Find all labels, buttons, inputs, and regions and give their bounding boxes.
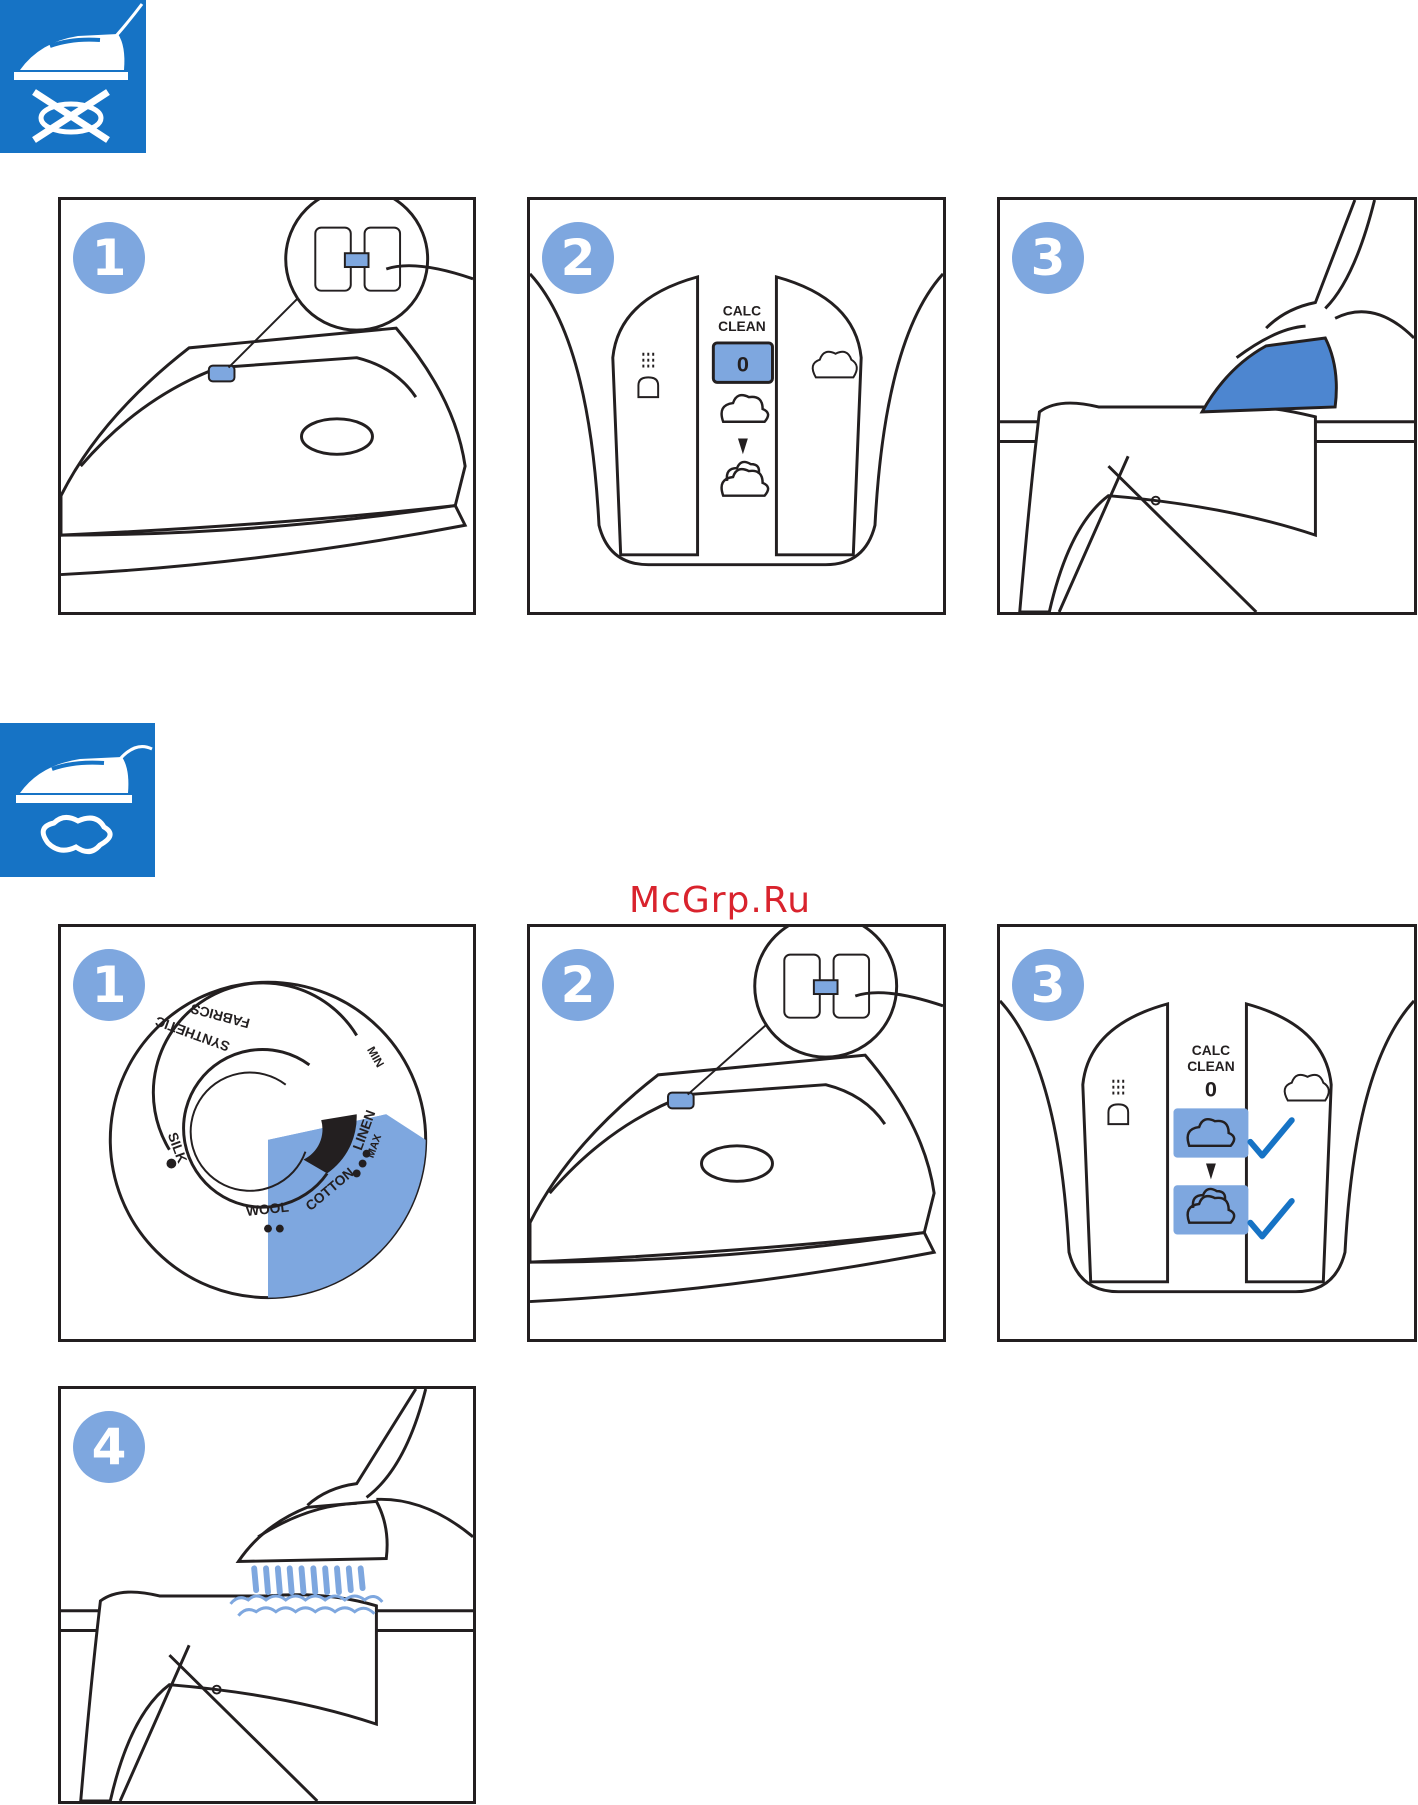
iron-no-steam-icon xyxy=(0,0,146,153)
step-panel-1b: 2 CALC CLEAN 0 xyxy=(527,197,946,615)
watermark: McGrp.Ru xyxy=(610,880,830,921)
step-number-badge: 2 xyxy=(542,949,614,1021)
step-panel-1c: 3 xyxy=(997,197,1417,615)
step-panel-2d: 4 xyxy=(58,1386,476,1804)
step-panel-1a: 1 xyxy=(58,197,476,615)
step-panel-2b: 2 xyxy=(527,924,946,1342)
calc-label: CALC xyxy=(1192,1043,1230,1058)
step-panel-2a: 1 SYNTHETIC FABRICS SILK WOOL COTTON LIN… xyxy=(58,924,476,1342)
step-number-badge: 3 xyxy=(1012,222,1084,294)
clean-label: CLEAN xyxy=(718,319,766,334)
calc-label: CALC xyxy=(723,303,761,318)
step-number-badge: 3 xyxy=(1012,949,1084,1021)
step-panel-2c: 3 CALC CLEAN 0 xyxy=(997,924,1417,1342)
calc-clean-zero: 0 xyxy=(1205,1077,1217,1102)
check-icon xyxy=(1250,1120,1291,1155)
calc-clean-zero: 0 xyxy=(737,352,749,377)
step-number-badge: 1 xyxy=(73,222,145,294)
clean-label: CLEAN xyxy=(1187,1059,1235,1074)
iron-steam-icon xyxy=(0,723,155,877)
step-number-badge: 1 xyxy=(73,949,145,1021)
check-icon xyxy=(1250,1201,1291,1236)
step-number-badge: 2 xyxy=(542,222,614,294)
step-number-badge: 4 xyxy=(73,1411,145,1483)
